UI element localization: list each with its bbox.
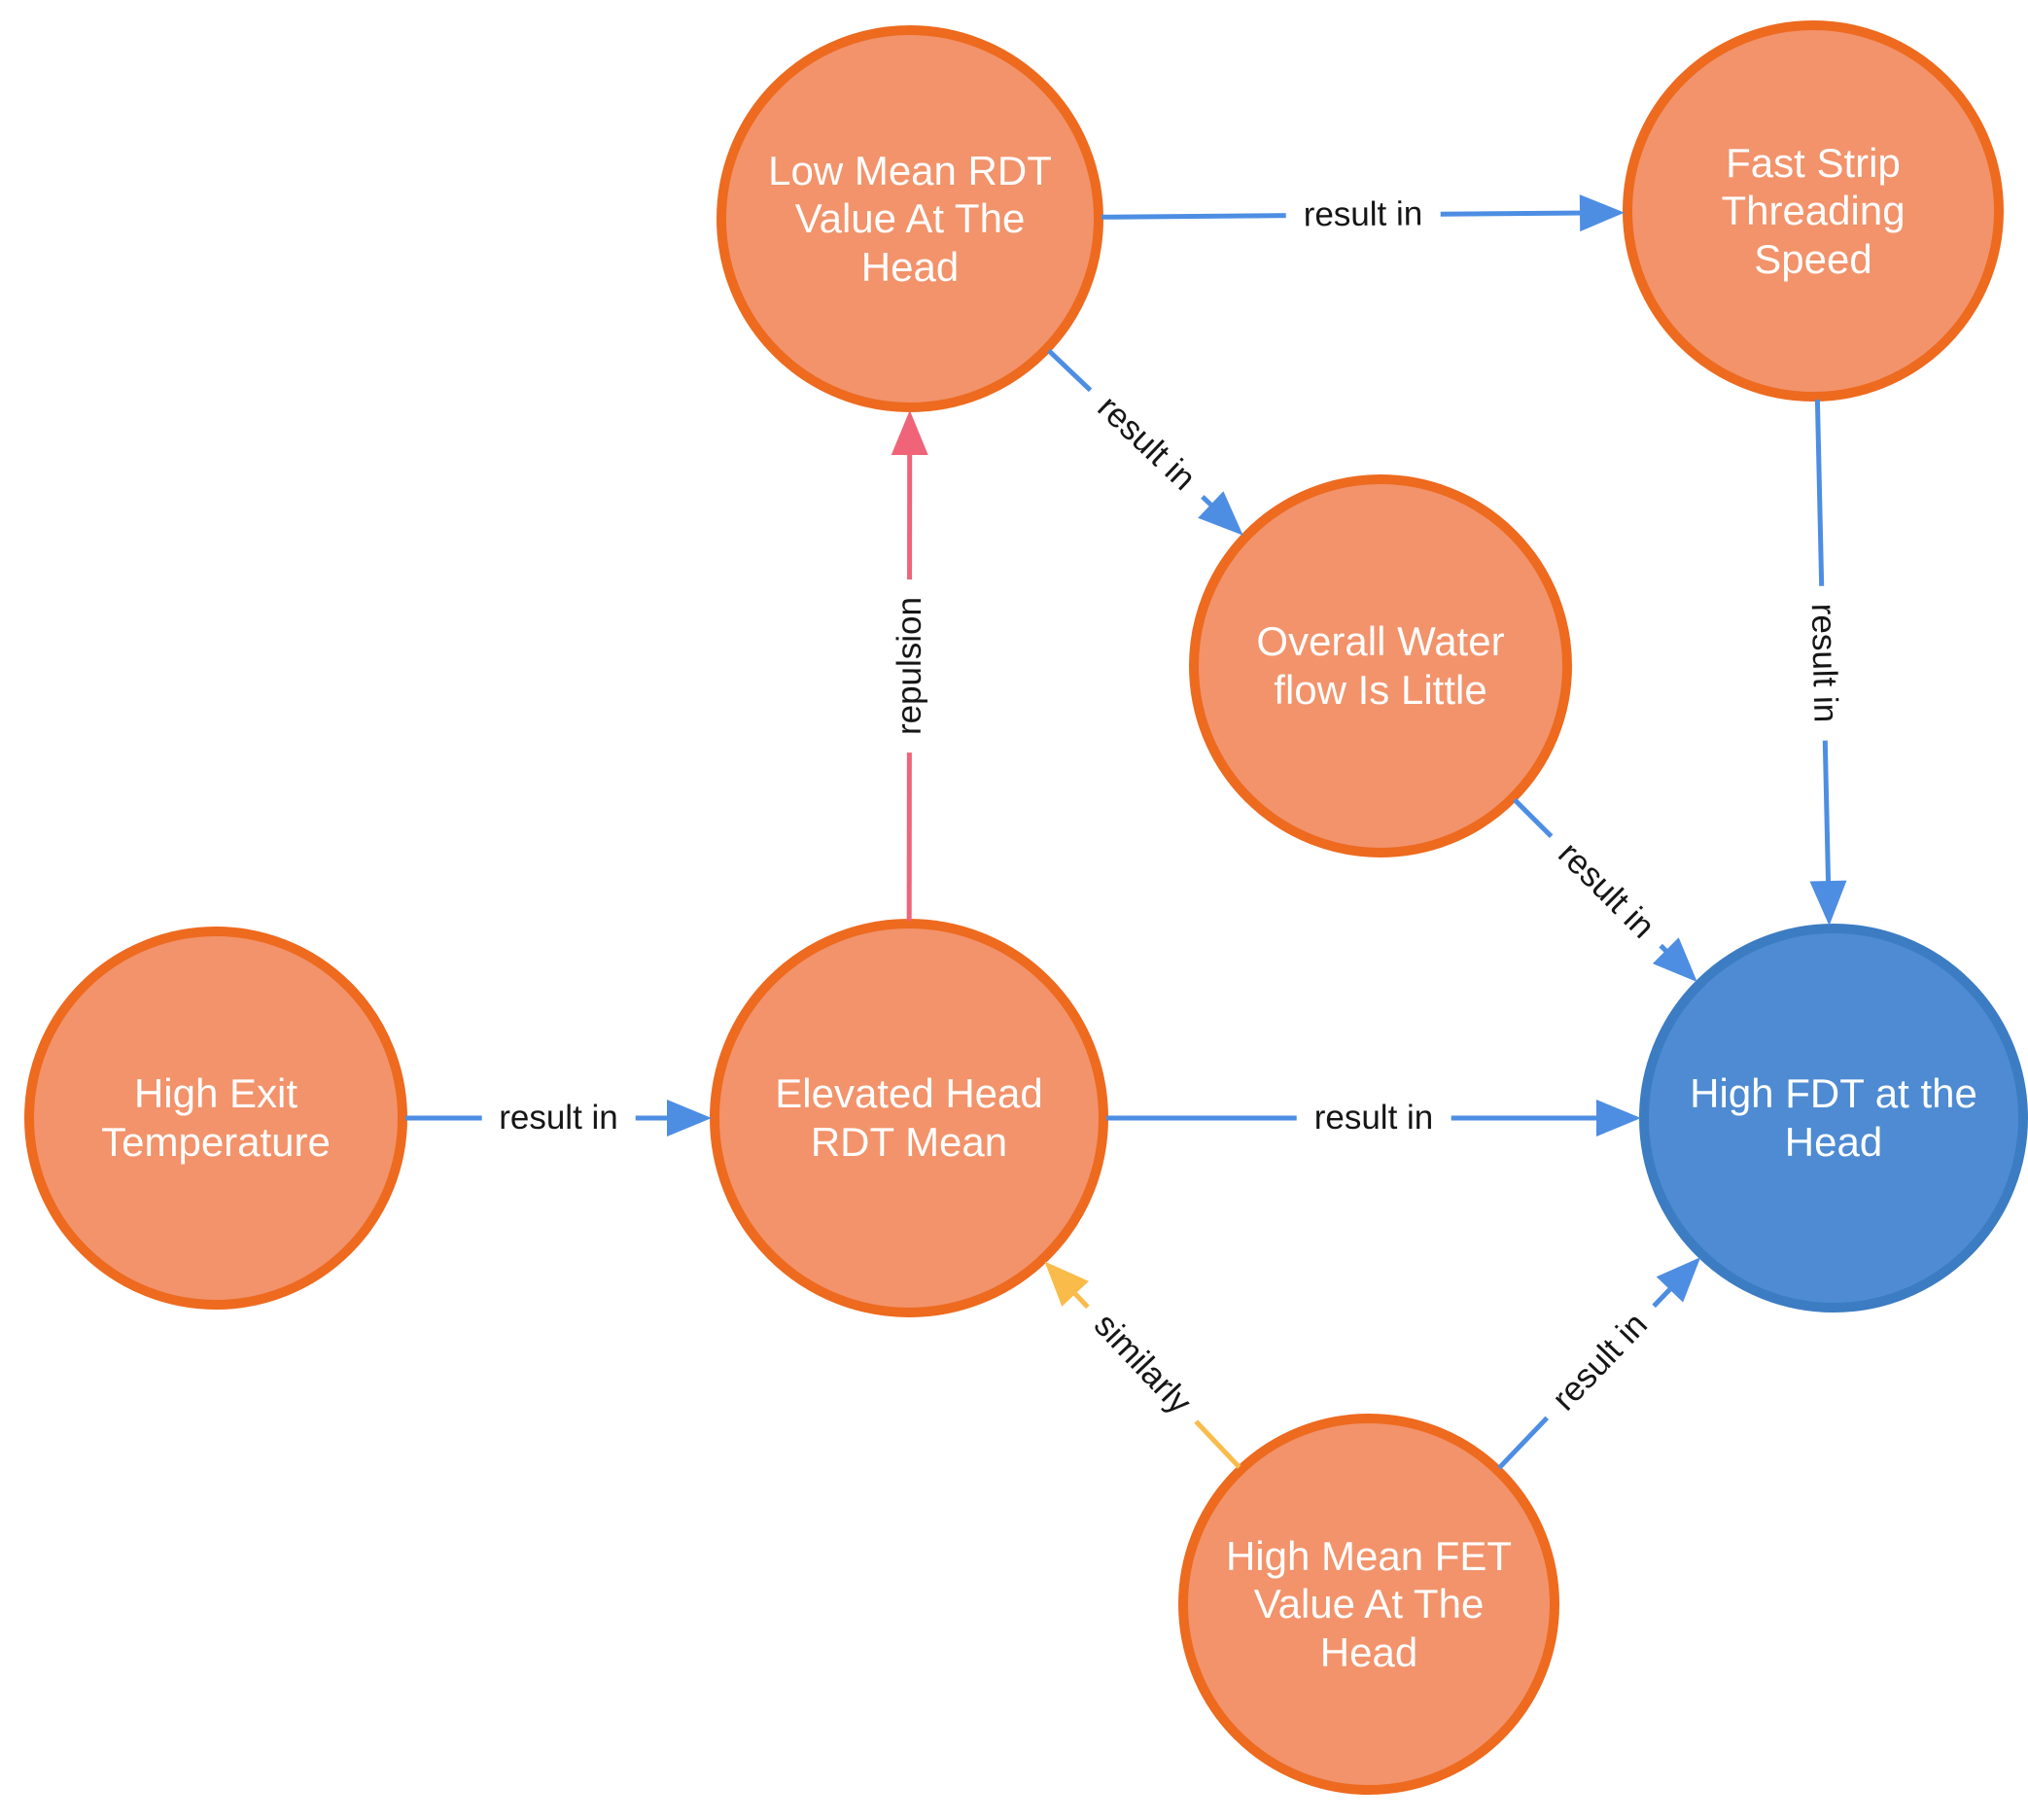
node-label: Overall Water flow Is Little — [1256, 618, 1505, 713]
edge-label: result in — [1074, 373, 1218, 513]
node-low-mean-rdt[interactable]: Low Mean RDT Value At The Head — [717, 25, 1103, 412]
edge-label: result in — [1285, 192, 1441, 238]
node-overall-water[interactable]: Overall Water flow Is Little — [1189, 474, 1572, 858]
node-high-exit[interactable]: High Exit Temperature — [24, 927, 407, 1310]
edge-label: result in — [1799, 584, 1848, 741]
edge-label: similarly — [1071, 1291, 1213, 1438]
node-high-fdt[interactable]: High FDT at the Head — [1639, 924, 2028, 1312]
node-label: High FDT at the Head — [1690, 1070, 1977, 1165]
edge-label: repulsion — [887, 578, 932, 752]
edge-label: result in — [1296, 1095, 1451, 1141]
node-elevated-head[interactable]: Elevated Head RDT Mean — [710, 919, 1108, 1317]
node-label: Low Mean RDT Value At The Head — [768, 147, 1052, 290]
node-label: High Mean FET Value At The Head — [1225, 1532, 1513, 1675]
node-label: Fast Strip Threading Speed — [1721, 139, 1906, 282]
edge-label: result in — [1535, 821, 1677, 962]
node-high-mean-fet[interactable]: High Mean FET Value At The Head — [1178, 1414, 1559, 1795]
edge-label: result in — [481, 1095, 636, 1141]
node-label: High Exit Temperature — [101, 1070, 331, 1165]
node-label: Elevated Head RDT Mean — [775, 1070, 1043, 1165]
edge-label: result in — [1530, 1291, 1670, 1434]
node-fast-strip[interactable]: Fast Strip Threading Speed — [1623, 20, 2004, 402]
